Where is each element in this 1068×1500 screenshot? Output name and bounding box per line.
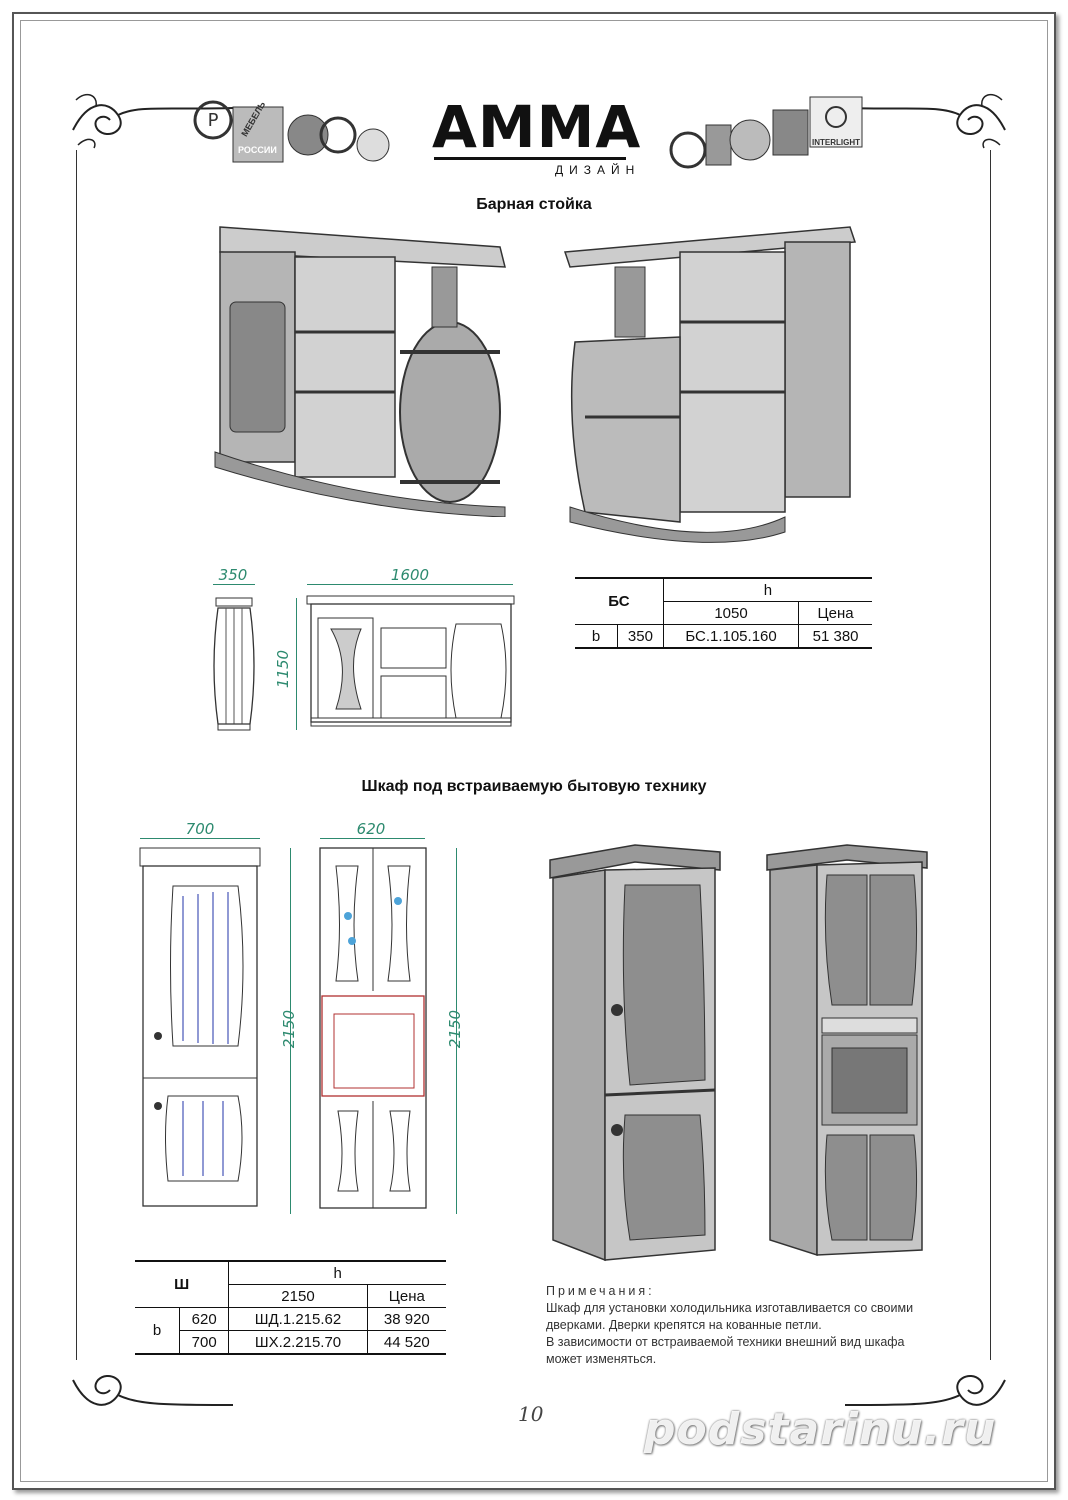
notes-line-4: может изменяться. [546, 1352, 657, 1366]
bar-h-value: 1050 [662, 601, 800, 625]
cabinet-col-label: Ш [135, 1260, 230, 1308]
bar-width-label: 1600 [390, 566, 430, 584]
corner-ornament-bottom-right [844, 1375, 1006, 1406]
cabinet-height-2-dimline [456, 848, 457, 1214]
cabinet-oven-sketch [766, 844, 928, 1257]
cabinet-row-1-b: 700 [178, 1330, 230, 1355]
bar-height-dimline [296, 598, 297, 730]
cabinet-row-0-price: 38 920 [366, 1307, 446, 1331]
corner-ornament-top-right [844, 93, 1006, 149]
corner-ornament-top-left [72, 93, 234, 149]
cabinet-fridge-sketch [549, 844, 721, 1262]
bar-front-drawing [306, 595, 515, 727]
left-rule [76, 150, 77, 1360]
cabinet-title: Шкаф под встраиваемую бытовую технику [361, 778, 707, 795]
badge-text-rossii: РОССИИ [238, 145, 277, 155]
bar-price-label: Цена [798, 601, 872, 625]
cabinet-oven-drawing [319, 847, 427, 1209]
cabinet-price-label: Цена [366, 1284, 446, 1308]
bar-counter-title: Барная стойка [476, 196, 592, 213]
bar-price-table: БС h 1050 Цена b 350 БС.1.105.160 51 380 [575, 577, 872, 649]
cabinet-row-0-b: 620 [178, 1307, 230, 1331]
bar-width-dimline [307, 584, 513, 585]
bar-row-b: 350 [617, 624, 664, 649]
page-frame [12, 12, 1056, 1490]
cabinet-h-label: h [228, 1260, 446, 1285]
cabinet-h-value: 2150 [228, 1284, 368, 1308]
brand-logo: АММА [432, 93, 642, 161]
cabinet-b-label: b [135, 1307, 180, 1355]
cabinet-fridge-drawing [139, 847, 261, 1207]
notes-line-2: дверками. Дверки крепятся на кованные пе… [546, 1318, 822, 1332]
cabinet-width-700-dimline [140, 838, 260, 839]
exhibition-badges-right [669, 96, 863, 169]
bar-height-label: 1150 [274, 649, 293, 689]
bar-depth-dimline [213, 584, 255, 585]
bar-side-drawing [213, 597, 255, 731]
badge-text-interlight: INTERLIGHT [812, 138, 860, 147]
bar-counter-sketch-front [214, 226, 506, 517]
page-frame-inner [20, 20, 1048, 1482]
notes-block: Примечания: Шкаф для установки холодильн… [546, 1283, 966, 1368]
bar-col-label: БС [575, 577, 664, 625]
notes-line-1: Шкаф для установки холодильника изготавл… [546, 1301, 914, 1315]
right-rule [990, 150, 991, 1360]
cabinet-row-0-code: ШД.1.215.62 [228, 1307, 368, 1331]
notes-line-3: В зависимости от встраиваемой техники вн… [546, 1335, 905, 1349]
corner-ornament-bottom-left [72, 1375, 234, 1406]
cabinet-width-620-dimline [320, 838, 425, 839]
exhibition-badges-left: Р [193, 100, 390, 163]
bar-row-code: БС.1.105.160 [662, 624, 800, 649]
cabinet-height-1-dimline [290, 848, 291, 1214]
page-number: 10 [518, 1402, 544, 1426]
bar-depth-label: 350 [218, 566, 248, 584]
watermark: podstarinu.ru [644, 1404, 997, 1455]
cabinet-row-1-price: 44 520 [366, 1330, 446, 1355]
bar-counter-sketch-back [563, 226, 857, 543]
notes-title: Примечания: [546, 1284, 655, 1298]
svg-text:Р: Р [208, 110, 219, 131]
brand-subtitle: ДИЗАЙН [555, 163, 641, 177]
brand-underline [434, 157, 626, 160]
bar-row-price: 51 380 [798, 624, 872, 649]
bar-h-label: h [662, 577, 872, 602]
cabinet-width-700-label: 700 [185, 820, 215, 838]
bar-b-label: b [575, 624, 618, 649]
cabinet-price-table: Ш h 2150 Цена b 620 ШД.1.215.62 38 920 7… [135, 1260, 446, 1355]
cabinet-row-1-code: ШХ.2.215.70 [228, 1330, 368, 1355]
cabinet-width-620-label: 620 [356, 820, 386, 838]
